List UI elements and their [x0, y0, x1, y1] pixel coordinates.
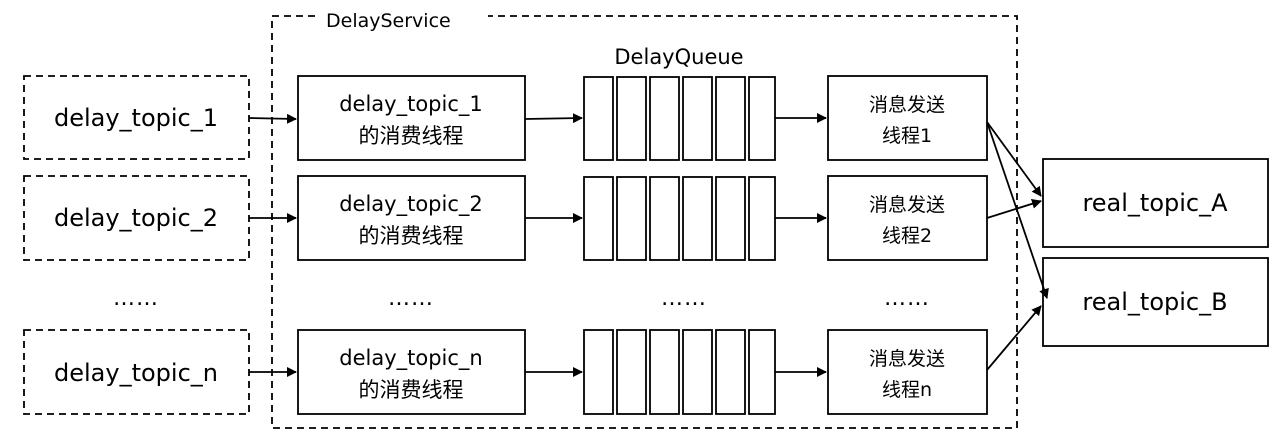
consumer-thread-box-n [297, 329, 526, 415]
queue-slot [682, 76, 713, 161]
queue-slot [583, 176, 614, 261]
input-topic-box-n [23, 329, 250, 415]
consumer-thread-title-1: delay_topic_1 [339, 92, 483, 117]
queue-slot [715, 329, 746, 415]
output-topic-label-b: real_topic_B [1082, 288, 1227, 316]
queue-ellipsis: …… [661, 286, 707, 311]
delay-queue-2 [583, 176, 776, 261]
arrow-sender2-to-output-a [986, 198, 1042, 219]
sender-thread-title-1: 消息发送 [869, 94, 945, 116]
output-topic-box-a [1042, 158, 1269, 248]
delay-queue-n [583, 329, 776, 415]
sender-thread-subtitle-1: 线程1 [882, 125, 932, 147]
queue-slot [616, 176, 647, 261]
consumer-thread-title-n: delay_topic_n [339, 346, 482, 371]
queue-slot [583, 76, 614, 161]
input-ellipsis: …… [113, 286, 159, 311]
queue-slot [583, 329, 614, 415]
queue-slot [748, 329, 776, 415]
consumer-thread-subtitle-n: 的消费线程 [359, 378, 464, 402]
sender-thread-subtitle-n: 线程n [882, 379, 932, 401]
consumer-ellipsis: …… [388, 286, 434, 311]
input-topic-label-n: delay_topic_n [54, 359, 218, 387]
queue-slot [715, 176, 746, 261]
arrow-sendern-to-output-b [986, 305, 1042, 371]
queue-slot [649, 329, 680, 415]
consumer-thread-subtitle-1: 的消费线程 [359, 124, 464, 148]
sender-thread-box-n [827, 329, 988, 415]
sender-thread-title-2: 消息发送 [869, 194, 945, 216]
queue-slot [715, 76, 746, 161]
queue-slot [748, 176, 776, 261]
consumer-thread-title-2: delay_topic_2 [339, 192, 483, 217]
sender-thread-title-n: 消息发送 [869, 348, 945, 370]
consumer-thread-subtitle-2: 的消费线程 [359, 224, 464, 248]
input-topic-label-1: delay_topic_1 [54, 104, 218, 132]
delay-queue-title: DelayQueue [614, 45, 743, 69]
arrow-input1-to-consumer1 [248, 113, 297, 124]
delay-service-title: DelayService [326, 10, 451, 32]
input-topic-box-1 [23, 75, 250, 160]
sender-thread-box-2 [827, 175, 988, 261]
sender-ellipsis: …… [884, 286, 930, 311]
queue-slot [682, 329, 713, 415]
sender-thread-subtitle-2: 线程2 [882, 225, 932, 247]
queue-slot [649, 176, 680, 261]
queue-slot [616, 329, 647, 415]
queue-slot [616, 76, 647, 161]
output-topic-box-b [1042, 257, 1269, 347]
queue-slot [649, 76, 680, 161]
arrow-consumer1-to-queue1 [524, 113, 583, 124]
consumer-thread-box-2 [297, 175, 526, 261]
delay-queue-1 [583, 76, 776, 161]
consumer-thread-box-1 [297, 75, 526, 161]
arrow-sender1-to-output-b [986, 121, 1049, 299]
input-topic-box-2 [23, 175, 250, 261]
arrow-sender1-to-output-a [986, 121, 1042, 197]
output-topic-label-a: real_topic_A [1082, 189, 1228, 217]
input-topic-label-2: delay_topic_2 [54, 204, 218, 232]
sender-thread-box-1 [827, 75, 988, 161]
queue-slot [748, 76, 776, 161]
queue-slot [682, 176, 713, 261]
